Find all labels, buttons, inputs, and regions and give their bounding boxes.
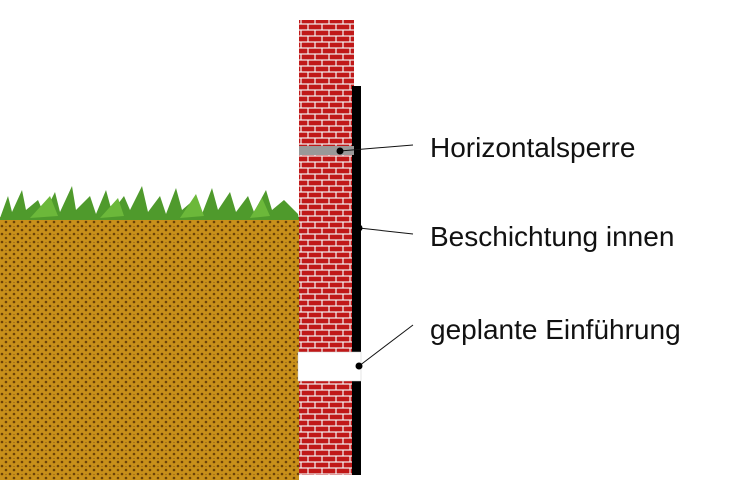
damp-course: [299, 146, 354, 155]
leader-planned-entry: [355, 324, 414, 370]
leader-dot: [355, 362, 363, 370]
leader-damp-course: [336, 144, 414, 155]
leader-dot: [355, 224, 363, 232]
leader-dot: [336, 147, 344, 155]
brick-wall: [299, 20, 354, 475]
inner-coating: [352, 86, 361, 475]
soil: [0, 217, 299, 480]
grass: [0, 186, 299, 220]
planned-entry-opening: [297, 351, 362, 382]
label-damp-course: Horizontalsperre: [430, 132, 635, 163]
label-inner-coating: Beschichtung innen: [430, 221, 674, 252]
leader-inner-coating: [355, 224, 414, 235]
label-planned-entry: geplante Einführung: [430, 314, 681, 345]
